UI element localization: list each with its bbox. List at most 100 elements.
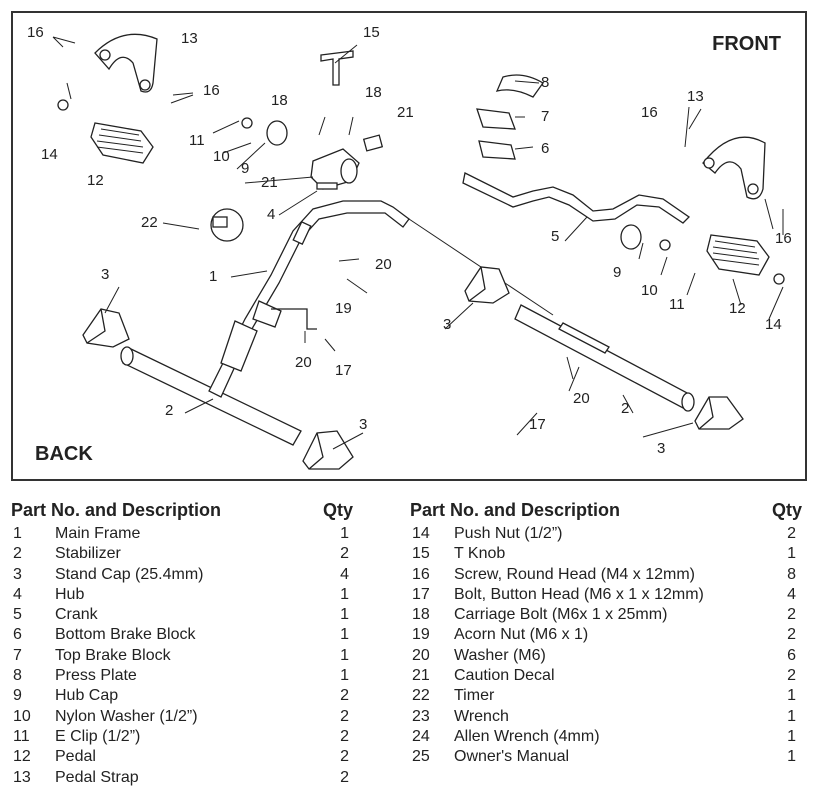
part-qty: 2 bbox=[340, 727, 349, 745]
callout-number: 21 bbox=[261, 174, 278, 191]
parts-header-left: Part No. and Description Qty bbox=[11, 500, 411, 524]
back-stabilizer bbox=[120, 346, 302, 446]
part-row: 17 Bolt, Button Head (M6 x 1 x 12mm) 4 bbox=[410, 585, 810, 605]
part-number: 18 bbox=[412, 606, 430, 624]
part-row: 8 Press Plate 1 bbox=[11, 666, 411, 686]
callout-number: 11 bbox=[669, 296, 685, 313]
part-description: Wrench bbox=[454, 707, 509, 725]
callout-number: 1 bbox=[209, 268, 217, 285]
part-qty: 1 bbox=[787, 687, 796, 705]
part-description: Pedal Strap bbox=[55, 768, 139, 786]
part-description: Acorn Nut (M6 x 1) bbox=[454, 626, 589, 644]
callout-number: 7 bbox=[541, 108, 549, 125]
callout-number: 17 bbox=[529, 416, 546, 433]
stand-cap-back-right bbox=[302, 430, 354, 470]
callout-number: 9 bbox=[613, 264, 621, 281]
part-number: 21 bbox=[412, 667, 430, 685]
small-parts bbox=[57, 74, 785, 285]
part-description: Timer bbox=[454, 687, 495, 705]
part-description: Bottom Brake Block bbox=[55, 626, 196, 644]
part-number: 13 bbox=[13, 768, 31, 786]
callout-number: 3 bbox=[443, 316, 451, 333]
back-label: BACK bbox=[35, 443, 93, 465]
part-number: 7 bbox=[13, 646, 22, 664]
stand-cap-front-left bbox=[464, 266, 510, 304]
part-number: 22 bbox=[412, 687, 430, 705]
part-number: 12 bbox=[13, 748, 31, 766]
part-row: 12 Pedal 2 bbox=[11, 747, 411, 767]
part-qty: 2 bbox=[340, 748, 349, 766]
part-qty: 2 bbox=[787, 606, 796, 624]
part-number: 16 bbox=[412, 565, 430, 583]
part-qty: 2 bbox=[787, 626, 796, 644]
part-number: 6 bbox=[13, 626, 22, 644]
part-number: 19 bbox=[412, 626, 430, 644]
header-desc: Part No. and Description bbox=[410, 500, 621, 520]
part-number: 25 bbox=[412, 748, 430, 766]
t-knob bbox=[320, 50, 354, 86]
part-description: Hub Cap bbox=[55, 687, 119, 705]
callout-number: 3 bbox=[359, 416, 367, 433]
callout-number: 2 bbox=[621, 400, 629, 417]
part-qty: 1 bbox=[340, 626, 349, 644]
callout-number: 4 bbox=[267, 206, 275, 223]
part-description: Screw, Round Head (M4 x 12mm) bbox=[454, 565, 695, 583]
part-number: 3 bbox=[13, 565, 22, 583]
part-row: 22 Timer 1 bbox=[410, 686, 810, 706]
part-description: Pedal bbox=[55, 748, 96, 766]
callout-number: 10 bbox=[213, 148, 230, 165]
part-description: E Clip (1/2”) bbox=[55, 727, 141, 745]
part-description: Washer (M6) bbox=[454, 646, 546, 664]
part-qty: 2 bbox=[340, 545, 349, 563]
callout-number: 20 bbox=[573, 390, 590, 407]
part-description: Press Plate bbox=[55, 667, 137, 685]
part-description: Stand Cap (25.4mm) bbox=[55, 565, 204, 583]
pedal-strap-left bbox=[94, 33, 158, 93]
callout-number: 10 bbox=[641, 282, 658, 299]
part-qty: 2 bbox=[787, 525, 796, 542]
part-qty: 2 bbox=[787, 667, 796, 685]
callout-number: 22 bbox=[141, 214, 158, 231]
part-qty: 2 bbox=[340, 687, 349, 705]
header-qty: Qty bbox=[323, 500, 354, 520]
part-description: Nylon Washer (1/2”) bbox=[55, 707, 198, 725]
part-number: 17 bbox=[412, 585, 430, 603]
callout-number: 19 bbox=[335, 300, 352, 317]
hub bbox=[310, 148, 360, 190]
callout-number: 16 bbox=[775, 230, 792, 247]
callout-number: 3 bbox=[657, 440, 665, 457]
part-qty: 1 bbox=[340, 646, 349, 664]
part-number: 8 bbox=[13, 667, 22, 685]
header-desc: Part No. and Description bbox=[11, 500, 222, 520]
stand-cap-front-right bbox=[694, 396, 744, 430]
callout-number: 20 bbox=[295, 354, 312, 371]
part-qty: 8 bbox=[787, 565, 796, 583]
callout-number: 13 bbox=[181, 30, 198, 47]
part-number: 4 bbox=[13, 585, 22, 603]
part-description: Top Brake Block bbox=[55, 646, 171, 664]
part-description: Bolt, Button Head (M6 x 1 x 12mm) bbox=[454, 585, 704, 603]
pedal-strap-right bbox=[702, 136, 766, 200]
part-qty: 4 bbox=[787, 585, 796, 603]
callout-number: 21 bbox=[397, 104, 414, 121]
part-description: Crank bbox=[55, 606, 98, 624]
part-qty: 1 bbox=[340, 667, 349, 685]
callout-number: 5 bbox=[551, 228, 559, 245]
part-qty: 1 bbox=[340, 525, 349, 542]
part-number: 14 bbox=[412, 525, 430, 542]
